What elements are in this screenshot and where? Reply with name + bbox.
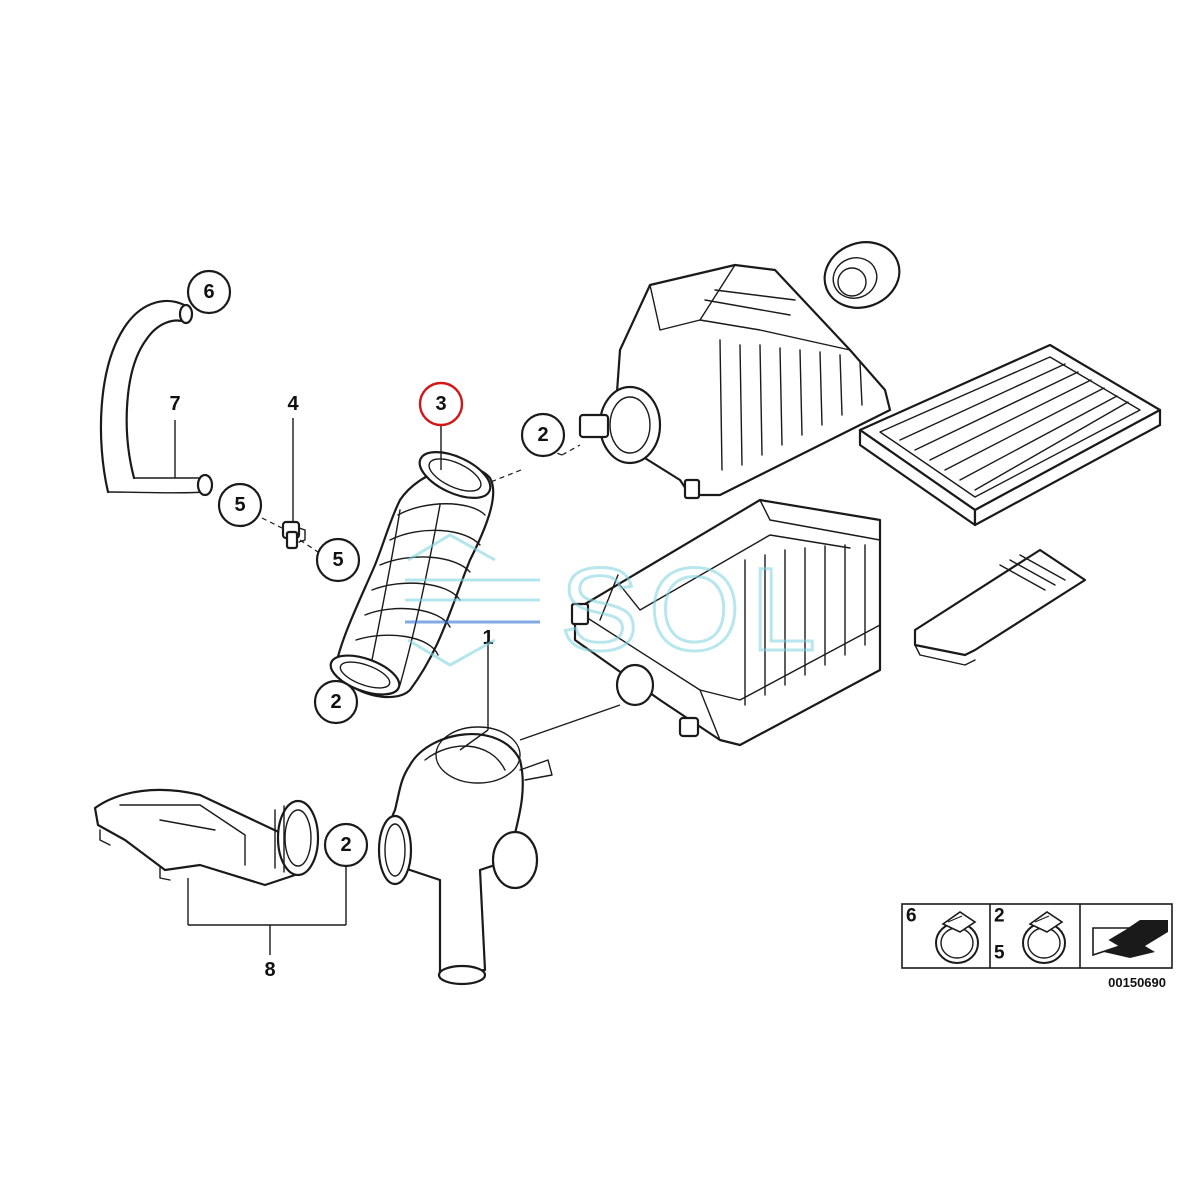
watermark-text: SOL <box>560 544 826 676</box>
svg-text:6: 6 <box>906 906 917 927</box>
svg-text:2: 2 <box>340 834 351 856</box>
svg-text:3: 3 <box>435 393 446 415</box>
svg-text:6: 6 <box>203 281 214 303</box>
legend-cell-1: 6 <box>906 906 979 964</box>
document-number: 00150690 <box>1108 975 1166 990</box>
callout-8: 8 <box>264 959 275 981</box>
callout-5-lower: 5 <box>315 537 361 583</box>
watermark: SOL <box>405 533 826 678</box>
callout-6: 6 <box>186 269 232 315</box>
svg-text:2: 2 <box>994 906 1005 927</box>
legend-box: 6 2 5 <box>901 903 1173 969</box>
svg-text:5: 5 <box>994 943 1005 964</box>
intake-hose-part-3 <box>329 451 495 699</box>
callout-2-bottom: 2 <box>323 822 369 868</box>
filter-housing-box <box>570 498 882 747</box>
svg-text:2: 2 <box>330 691 341 713</box>
intake-scoop-part-8 <box>93 788 320 887</box>
svg-text:4: 4 <box>287 393 299 415</box>
hose-clamp-icon <box>1022 911 1066 964</box>
callout-4: 4 <box>287 393 299 415</box>
hose-part-7 <box>99 299 214 497</box>
svg-text:8: 8 <box>264 959 275 981</box>
svg-text:1: 1 <box>482 627 493 649</box>
arrow-pointer-icon <box>1092 920 1168 958</box>
svg-text:2: 2 <box>537 424 548 446</box>
callout-2-left: 2 <box>313 679 359 725</box>
svg-text:7: 7 <box>169 393 180 415</box>
intake-elbow <box>377 726 553 986</box>
small-cover <box>913 548 1087 666</box>
callout-5-upper: 5 <box>217 482 263 528</box>
svg-text:5: 5 <box>234 494 245 516</box>
filter-housing-lid <box>578 263 892 500</box>
callout-1: 1 <box>482 627 493 649</box>
legend-cell-3 <box>1092 920 1168 958</box>
svg-text:5: 5 <box>332 549 343 571</box>
grommet <box>823 241 901 309</box>
filter-element <box>858 343 1162 527</box>
legend-cell-2: 2 5 <box>994 906 1066 964</box>
hose-clamp-icon <box>935 911 979 964</box>
callout-3: 3 <box>418 381 464 427</box>
callout-2-top: 2 <box>520 412 566 458</box>
callout-7: 7 <box>169 393 180 415</box>
fitting-part-4 <box>281 520 306 550</box>
